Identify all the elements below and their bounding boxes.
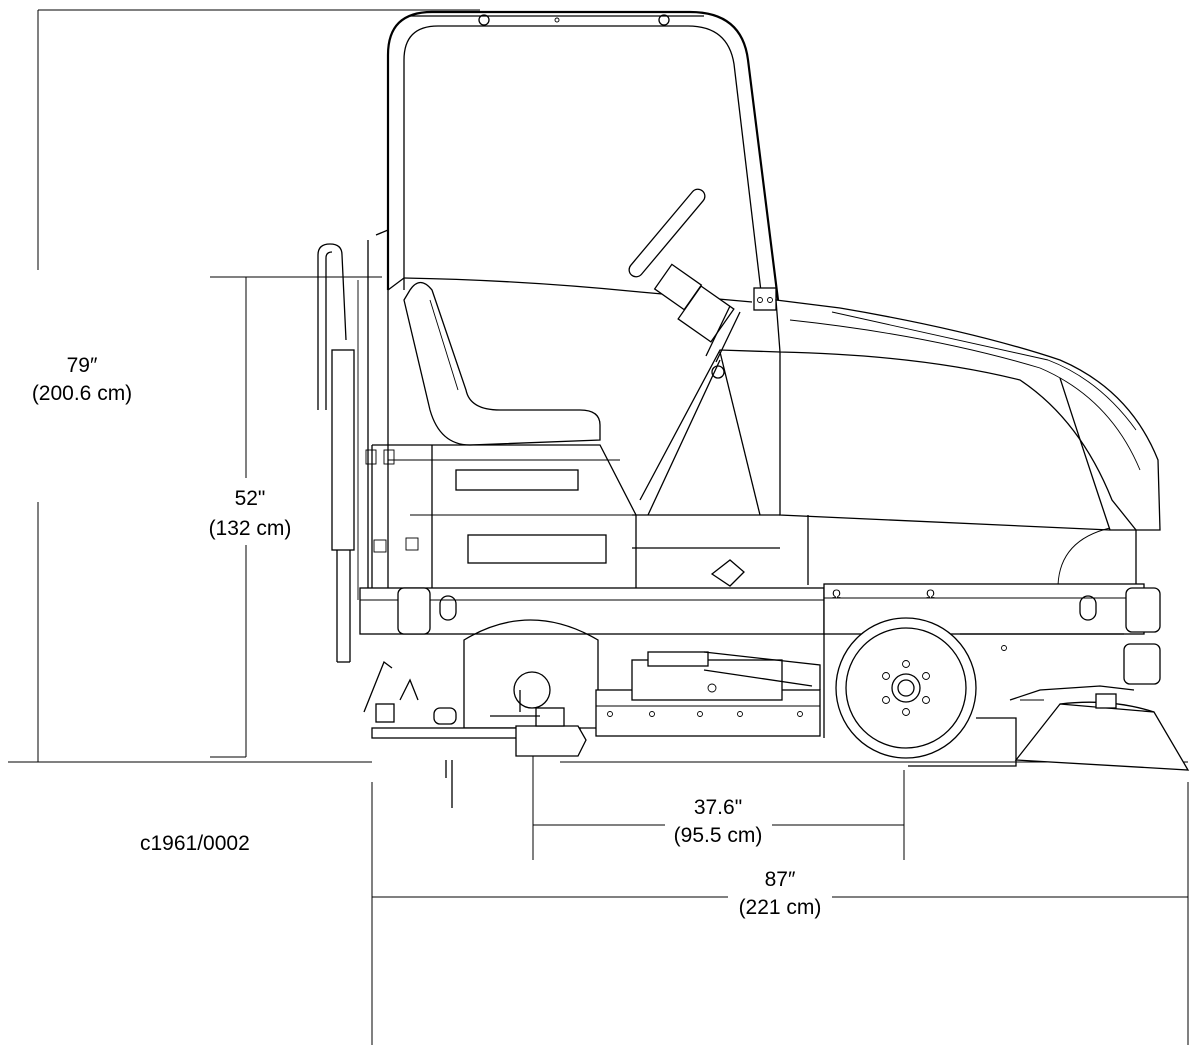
drawing-code: c1961/0002 <box>140 832 250 855</box>
svg-text:Ω: Ω <box>926 587 935 601</box>
rear-handle <box>317 229 389 663</box>
front-wheel <box>835 617 1007 759</box>
seat-height-metric: (132 cm) <box>209 517 292 540</box>
dimension-lines <box>8 9 1189 1045</box>
svg-text:Ω: Ω <box>832 587 841 601</box>
rear-linkage <box>363 660 587 808</box>
main-broom-assembly <box>463 559 821 737</box>
wheelbase-imperial: 37.6" <box>694 796 742 819</box>
overall-length-metric: (221 cm) <box>739 896 822 919</box>
overall-length-imperial: 87″ <box>765 868 796 891</box>
overall-height-metric: (200.6 cm) <box>32 382 132 405</box>
overall-height-imperial: 79″ <box>67 354 98 377</box>
side-broom <box>908 685 1190 771</box>
steering-wheel <box>628 188 741 379</box>
overhead-guard <box>386 10 780 311</box>
seat-height-imperial: 52" <box>235 487 266 510</box>
wheelbase-metric: (95.5 cm) <box>674 824 763 847</box>
machine-body <box>387 277 1161 586</box>
operator-seat <box>365 281 637 590</box>
